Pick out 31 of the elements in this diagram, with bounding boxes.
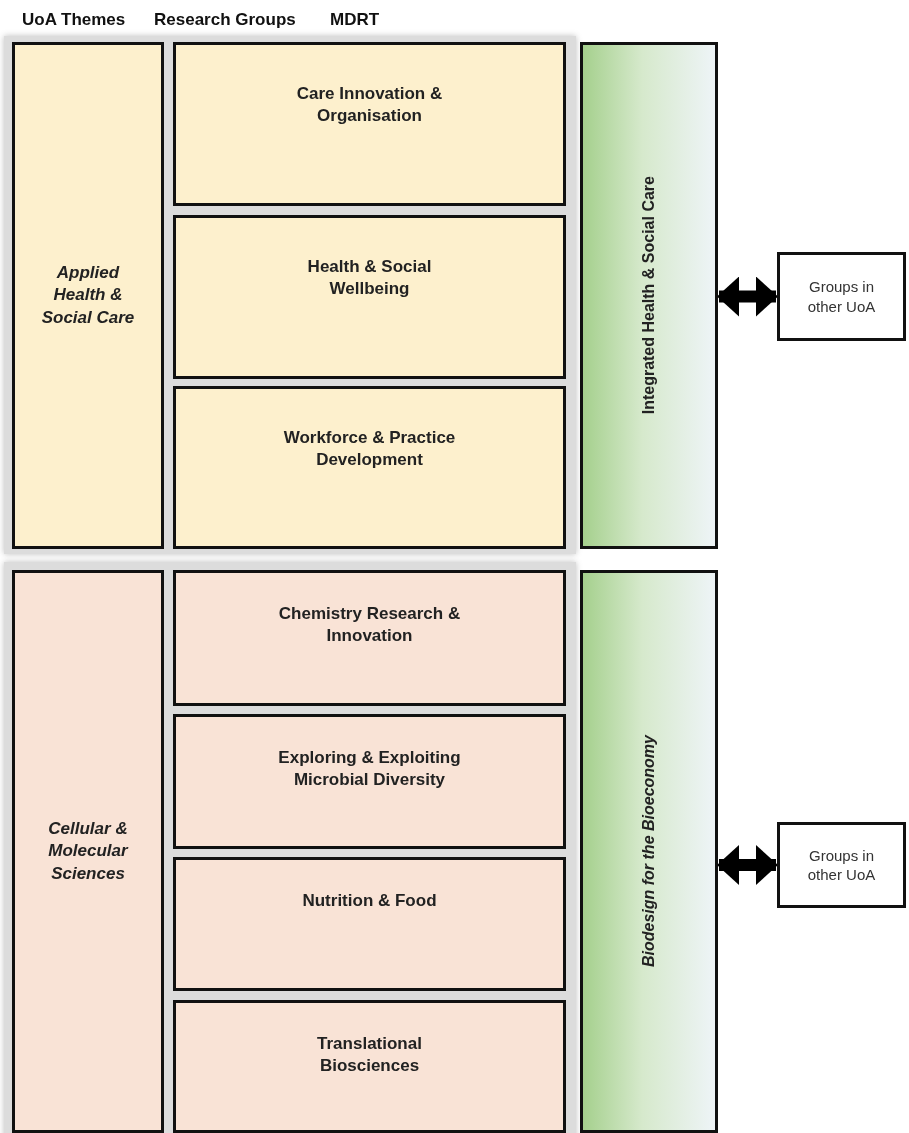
theme-box — [12, 42, 164, 549]
research-group-box — [173, 857, 566, 991]
column-header: MDRT — [330, 10, 380, 30]
box-label: Groups in other UoA — [806, 845, 877, 885]
box-label: Translational Biosciences — [316, 1033, 423, 1078]
research-group-box — [173, 386, 566, 549]
box-label: Applied Health & Social Care — [40, 262, 136, 329]
research-group-box — [173, 42, 566, 206]
column-header: Research Groups — [154, 10, 296, 30]
vertical-title: Integrated Health & Social Care — [638, 176, 658, 415]
box-label: Health & Social Wellbeing — [306, 256, 433, 301]
vertical-title: Biodesign for the Bioeconomy — [638, 735, 658, 968]
external-group-box — [777, 252, 906, 341]
box-label: Care Innovation & Organisation — [295, 83, 444, 128]
research-group-box — [173, 215, 566, 379]
double-arrow — [717, 276, 778, 317]
research-group-box — [173, 570, 566, 706]
box-label: Workforce & Practice Development — [282, 427, 457, 472]
box-label: Exploring & Exploiting Microbial Diversity — [277, 747, 462, 792]
research-group-box — [173, 714, 566, 849]
mdrt-bar — [580, 570, 718, 1133]
box-label: Groups in other UoA — [806, 277, 877, 316]
external-group-box — [777, 822, 906, 908]
box-label: Cellular & Molecular Sciences — [47, 818, 130, 885]
box-label: Chemistry Research & Innovation — [277, 603, 462, 648]
double-arrow — [717, 845, 778, 885]
column-header: UoA Themes — [22, 10, 126, 30]
mdrt-bar — [580, 42, 718, 549]
research-group-box — [173, 1000, 566, 1133]
box-label: Nutrition & Food — [302, 890, 437, 912]
theme-box — [12, 570, 164, 1133]
